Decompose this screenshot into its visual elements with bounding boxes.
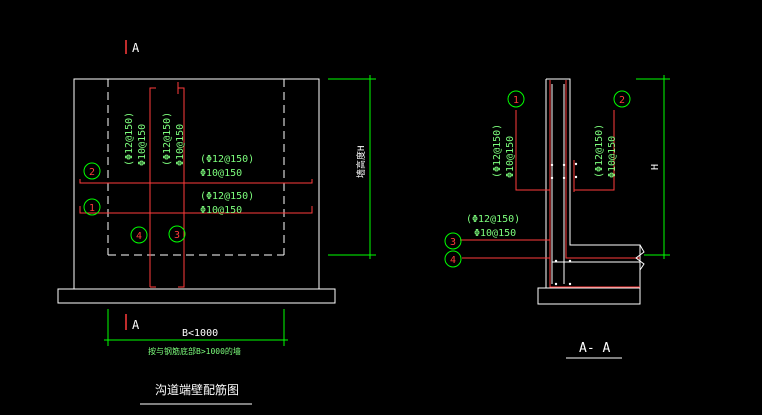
section-marker-1 xyxy=(507,90,525,108)
section-marker-4 xyxy=(444,250,462,268)
plan-horizontal-rebar-b-line1: (Φ12@150) xyxy=(200,191,254,202)
plan-base-slab xyxy=(57,288,336,304)
section-rebar-1 xyxy=(515,110,550,191)
section-rebar-left-line1: (Φ12@150) xyxy=(492,124,503,178)
plan-vertical-rebar-left xyxy=(149,87,156,287)
plan-horizontal-rebar-a-line1: (Φ12@150) xyxy=(200,154,254,165)
plan-horizontal-rebar-b-line2: Φ10@150 xyxy=(200,205,242,216)
plan-vertical-rebar-b-line1: (Φ12@150) xyxy=(162,112,173,166)
plan-horizontal-rebar-lower xyxy=(79,206,313,214)
section-rebar-inner xyxy=(565,80,640,259)
plan-horizontal-rebar-a-line2: Φ10@150 xyxy=(200,168,242,179)
section-rebar-dot xyxy=(574,162,578,166)
section-rebar-bottom-line1: (Φ12@150) xyxy=(466,214,520,225)
plan-vertical-rebar-a-line2: Φ10@150 xyxy=(137,124,148,166)
section-rebar-dot xyxy=(568,282,572,286)
plan-marker-3-label: 3 xyxy=(174,230,180,241)
section-rebar-dot xyxy=(562,176,566,180)
section-cut-bottom-label: A xyxy=(132,318,140,332)
section-rebar-right-line2: Φ10@150 xyxy=(607,136,618,178)
plan-wall-outline xyxy=(73,78,320,290)
section-height-label: H xyxy=(650,164,661,170)
section-marker-2-label: 2 xyxy=(619,95,625,106)
plan-marker-2 xyxy=(83,162,101,180)
plan-marker-4-label: 4 xyxy=(136,231,142,242)
section-rebar-dot xyxy=(550,163,554,167)
plan-view: A A (Φ12@150) Φ10@150 (Φ12@150) Φ10@150 … xyxy=(57,40,376,405)
section-title: A- A xyxy=(579,341,610,356)
plan-horizontal-rebar-upper xyxy=(79,179,313,184)
section-rebar-dot xyxy=(554,282,558,286)
plan-title: 沟道端壁配筋图 xyxy=(155,382,239,397)
section-rebar-dot xyxy=(550,176,554,180)
plan-marker-1-label: 1 xyxy=(89,203,95,214)
plan-width-label: B<1000 xyxy=(182,328,218,339)
plan-height-label: 墙高度H xyxy=(355,146,367,178)
plan-width-note: 按与钢筋底部B>1000的墙 xyxy=(148,346,241,356)
section-rebar-outer xyxy=(549,80,640,288)
plan-vertical-rebar-a-line1: (Φ12@150) xyxy=(124,112,135,166)
section-marker-3-label: 3 xyxy=(450,237,456,248)
section-base-slab xyxy=(537,287,641,305)
section-rebar-left-line2: Φ10@150 xyxy=(505,136,516,178)
section-break-line xyxy=(635,244,645,271)
section-marker-4-label: 4 xyxy=(450,255,456,266)
section-rebar-2 xyxy=(574,110,615,191)
plan-vertical-rebar-b-line2: Φ10@150 xyxy=(175,124,186,166)
plan-marker-3 xyxy=(168,225,186,243)
section-rebar-dot xyxy=(574,175,578,179)
section-marker-3 xyxy=(444,232,462,250)
section-rebar-dot xyxy=(562,163,566,167)
plan-marker-2-label: 2 xyxy=(89,167,95,178)
plan-vertical-rebar-right xyxy=(178,87,185,288)
section-wall-outline xyxy=(545,78,641,289)
section-rebar-dot xyxy=(568,259,572,263)
plan-marker-1 xyxy=(83,198,101,216)
section-view: (Φ12@150) Φ10@150 (Φ12@150) Φ10@150 (Φ12… xyxy=(444,75,670,359)
section-cut-top-label: A xyxy=(132,41,140,55)
section-rebar-dot xyxy=(554,259,558,263)
plan-marker-4 xyxy=(130,226,148,244)
section-marker-1-label: 1 xyxy=(513,95,519,106)
section-rebar-right-line1: (Φ12@150) xyxy=(594,124,605,178)
section-rebar-bottom-line2: Φ10@150 xyxy=(474,228,516,239)
section-marker-2 xyxy=(613,90,631,108)
